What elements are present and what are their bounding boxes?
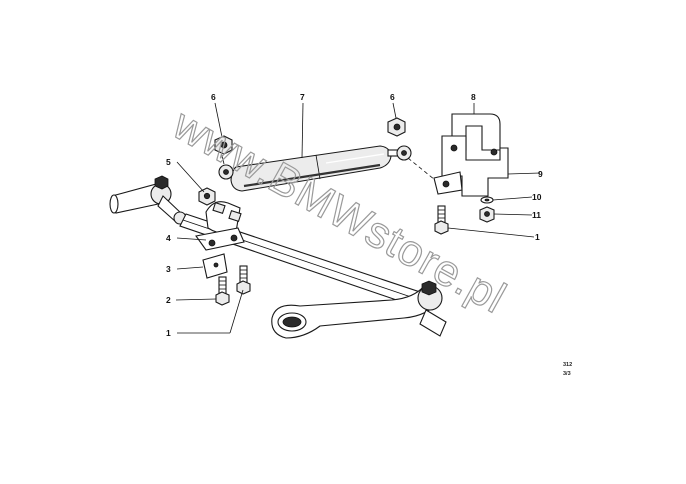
damper-nut-right — [387, 117, 406, 137]
bracket-bolt — [434, 205, 449, 235]
reference-line-1: 312 — [563, 362, 572, 368]
callout-3: 3 — [166, 264, 171, 274]
callout-10: 10 — [532, 192, 542, 202]
lock-plate — [202, 253, 228, 279]
tie-rod-clamp — [195, 201, 245, 251]
steering-tube — [109, 175, 187, 225]
reference-code: 312 3/3 — [563, 362, 572, 377]
hex-bolt-1 — [236, 265, 251, 295]
damper-bracket — [433, 113, 509, 197]
callout-6-right: 6 — [390, 92, 395, 102]
callout-2: 2 — [166, 295, 171, 305]
reference-line-2: 3/3 — [563, 371, 571, 377]
leader-lines — [175, 102, 541, 334]
callout-1-right: 1 — [535, 232, 540, 242]
callout-1-bottom: 1 — [166, 328, 171, 338]
bracket-nut — [479, 206, 495, 223]
callout-11: 11 — [532, 210, 541, 220]
steering-arm — [271, 280, 447, 339]
callout-7: 7 — [300, 92, 305, 102]
callout-8: 8 — [471, 92, 476, 102]
callout-5: 5 — [166, 157, 171, 167]
callout-4: 4 — [166, 233, 171, 243]
washer — [480, 196, 494, 204]
hex-bolt-2 — [215, 276, 230, 306]
clamp-nut — [198, 187, 216, 206]
callout-9: 9 — [538, 169, 543, 179]
steering-damper — [218, 145, 441, 192]
callout-6-left: 6 — [211, 92, 216, 102]
callout-labels: 6 7 6 8 9 10 11 1 5 4 3 2 1 — [166, 92, 543, 338]
damper-nut-left — [214, 135, 233, 155]
